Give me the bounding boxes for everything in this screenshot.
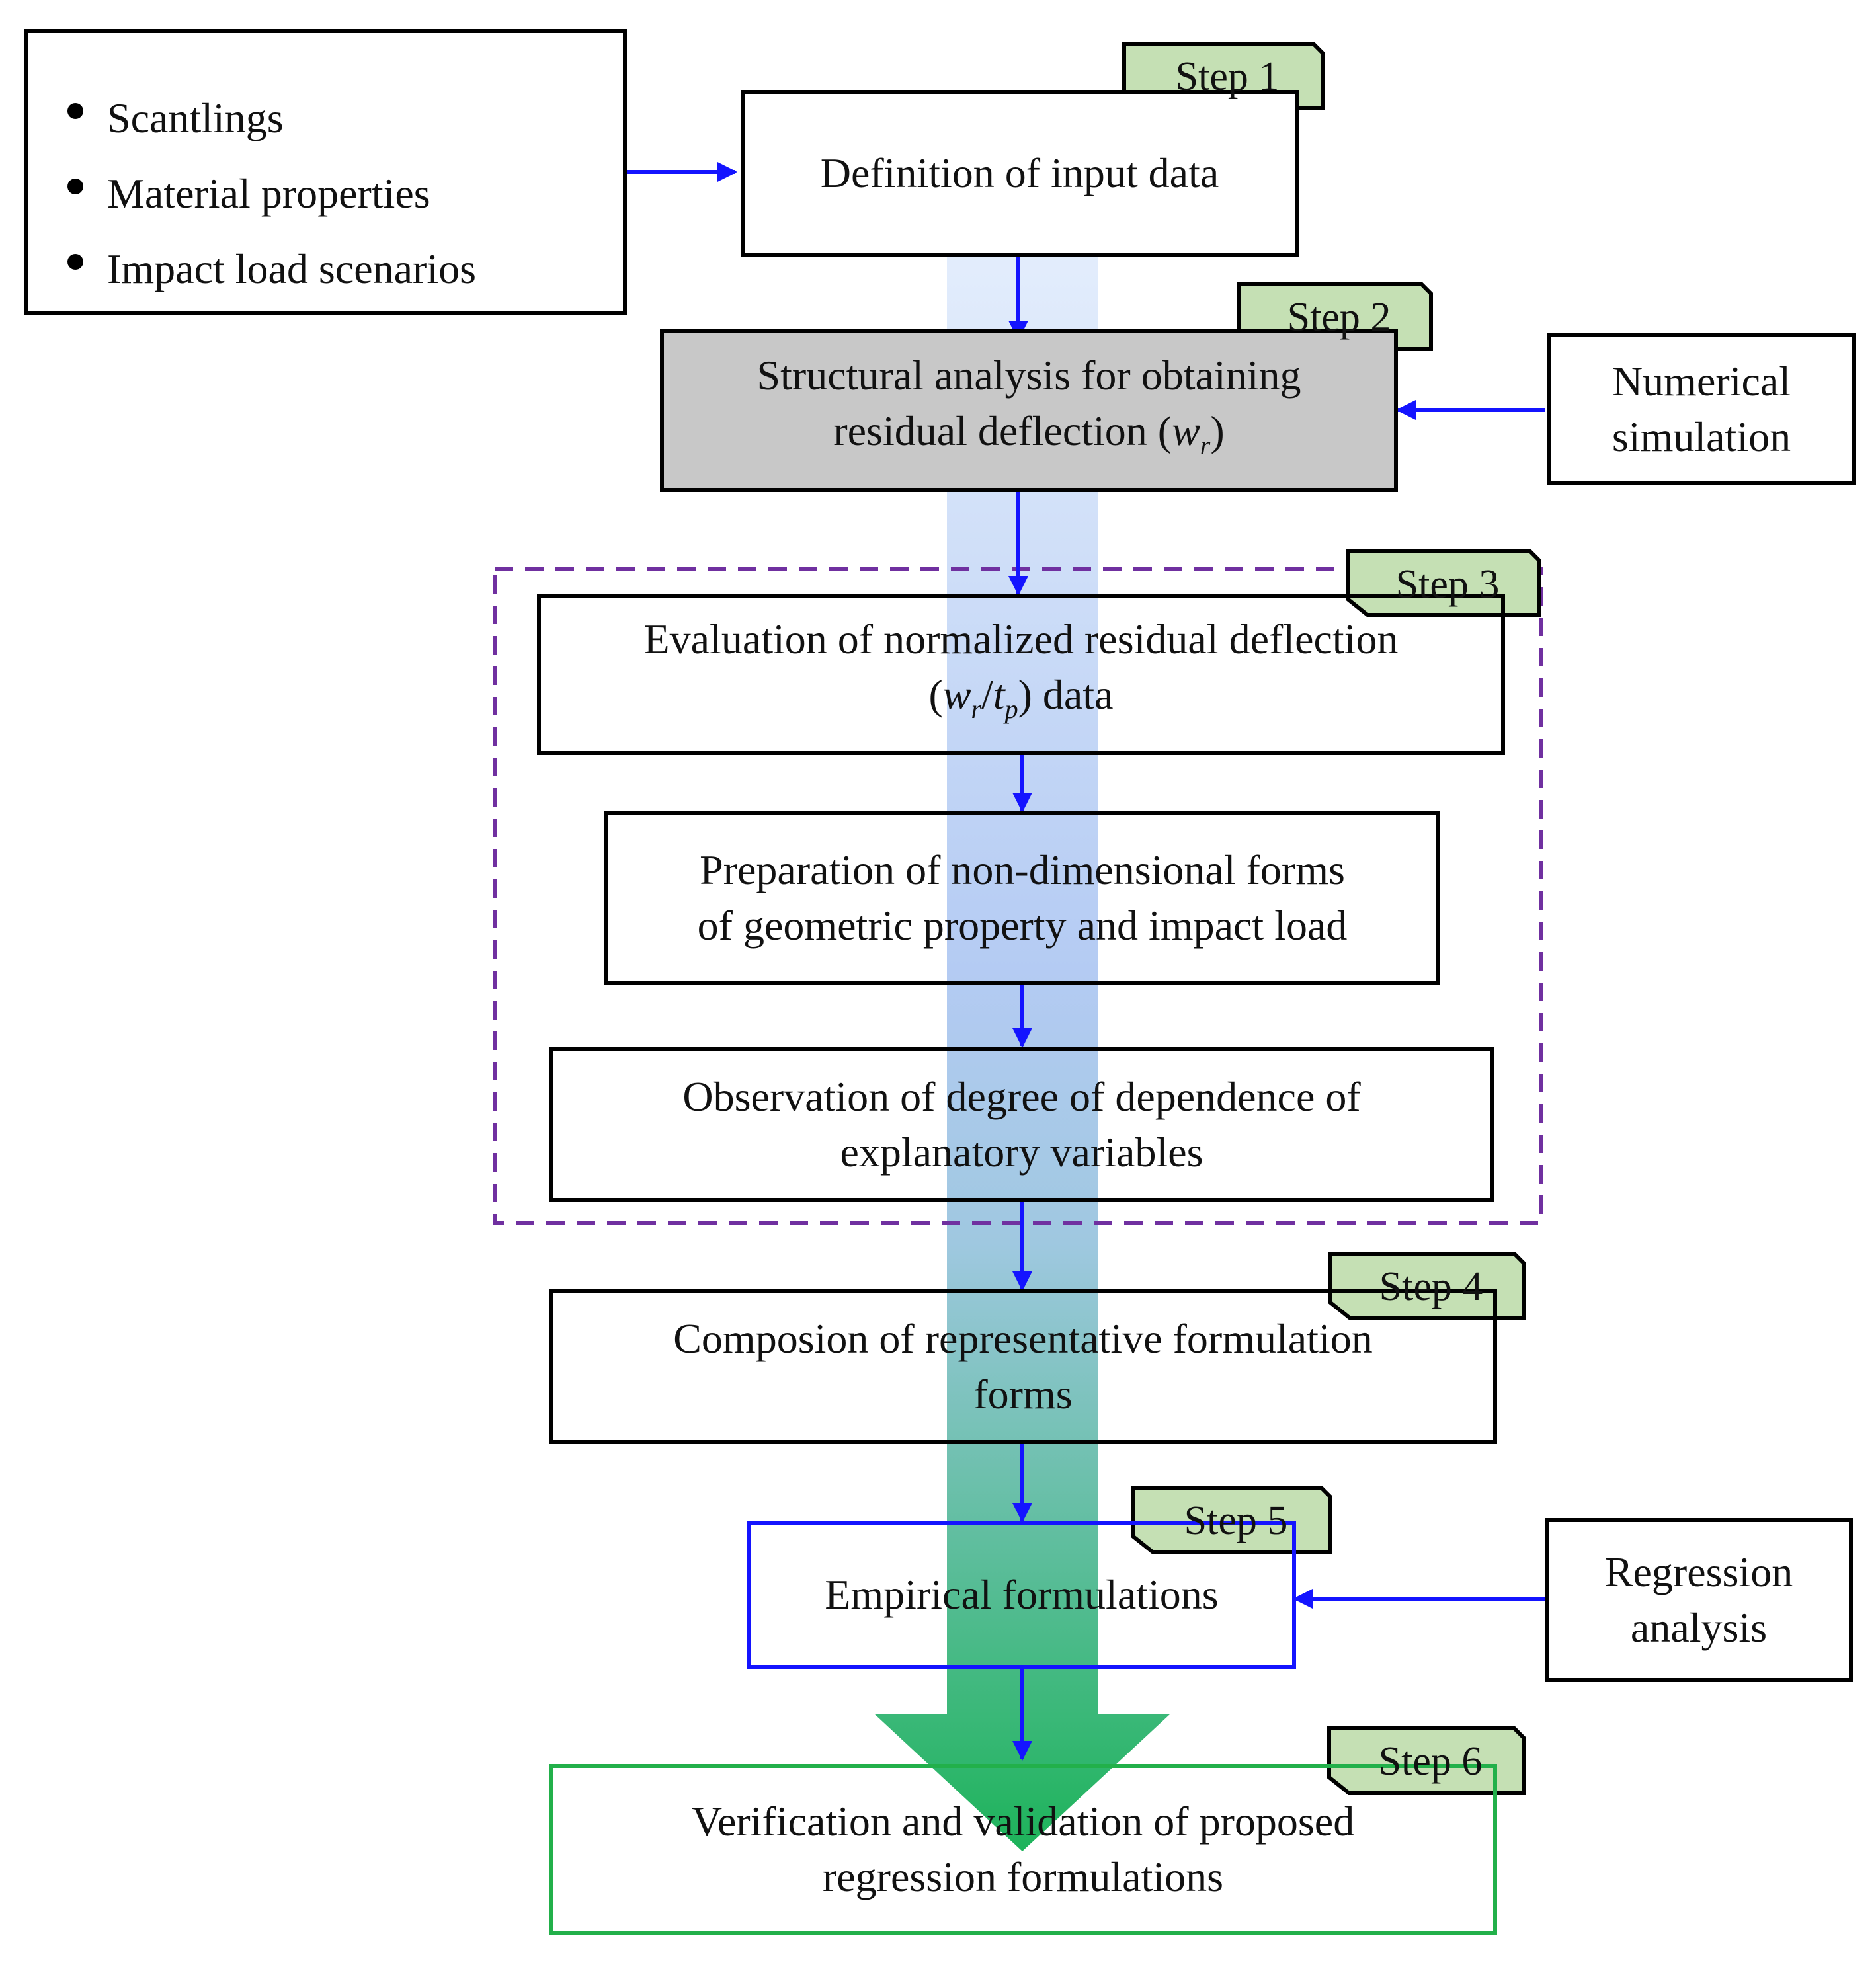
list-item: Impact load scenarios	[67, 231, 476, 307]
step5-box: Empirical formulations	[747, 1521, 1296, 1669]
step2-box-label: Structural analysis for obtaining residu…	[756, 352, 1301, 460]
step4-tag: Step 4	[1379, 1264, 1483, 1309]
step4-box: Composion of representative formulation …	[549, 1289, 1497, 1444]
preparation-box-label: Preparation of non-dimensional forms of …	[697, 846, 1348, 949]
step1-tag: Step 1	[1175, 54, 1280, 99]
step4-tag-shape	[1328, 1252, 1526, 1320]
step2-tag: Step 2	[1287, 295, 1391, 340]
evaluation-box: Evaluation of normalized residual deflec…	[537, 594, 1505, 755]
step5-tag: Step 5	[1184, 1498, 1288, 1543]
step6-box: Verification and validation of proposed …	[549, 1764, 1497, 1935]
bullet-icon	[67, 103, 83, 119]
step5-tag-shape	[1131, 1486, 1332, 1554]
evaluation-box-label: Evaluation of normalized residual deflec…	[643, 616, 1399, 724]
observation-box: Observation of degree of dependence of e…	[549, 1047, 1494, 1202]
numerical-simulation-box: Numerical simulation	[1547, 333, 1856, 485]
input-data-list: Scantlings Material properties Impact lo…	[67, 81, 476, 307]
step6-tag: Step 6	[1378, 1739, 1483, 1784]
regression-analysis-box: Regression analysis	[1545, 1518, 1853, 1682]
step6-box-label: Verification and validation of proposed …	[691, 1798, 1355, 1900]
regression-analysis-label: Regression analysis	[1604, 1549, 1793, 1651]
step4-box-label: Composion of representative formulation …	[673, 1315, 1373, 1418]
step3-tag: Step 3	[1395, 562, 1500, 607]
input-data-list-box: Scantlings Material properties Impact lo…	[24, 29, 627, 315]
preparation-box: Preparation of non-dimensional forms of …	[604, 811, 1440, 985]
step3-tag-shape	[1346, 549, 1541, 617]
process-flow-band	[874, 251, 1170, 1851]
list-item: Scantlings	[67, 81, 476, 156]
step5-box-label: Empirical formulations	[825, 1571, 1219, 1618]
bullet-icon	[67, 179, 83, 194]
bullet-icon	[67, 254, 83, 270]
numerical-simulation-label: Numerical simulation	[1611, 358, 1791, 460]
step1-box: Definition of input data	[741, 90, 1299, 257]
step1-box-label: Definition of input data	[820, 149, 1219, 196]
list-item: Material properties	[67, 156, 476, 231]
step2-box: Structural analysis for obtaining residu…	[660, 329, 1398, 492]
observation-box-label: Observation of degree of dependence of e…	[682, 1073, 1361, 1176]
step6-tag-shape	[1327, 1726, 1526, 1795]
